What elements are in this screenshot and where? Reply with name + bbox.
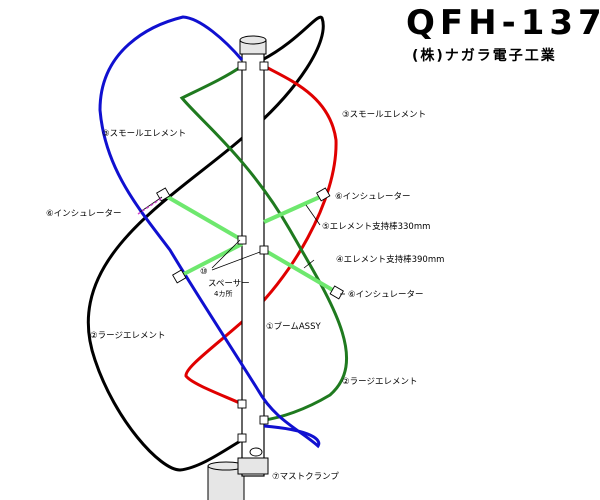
large-element-blue-front — [98, 15, 321, 449]
support-rods — [164, 194, 338, 294]
label-large-element-left: ②ラージエレメント — [90, 331, 165, 341]
product-title: QFH-137 — [406, 3, 600, 43]
insulators — [156, 61, 344, 443]
small-element-red-back — [184, 64, 338, 406]
small-element-green-front — [179, 64, 348, 422]
label-support-390: ④エレメント支持棒390mm — [336, 254, 444, 265]
label-insulator-right-lower: ⑥インシュレーター — [348, 290, 423, 300]
boom-assy — [237, 35, 269, 477]
label-spacer-number: ⑩ — [200, 267, 208, 277]
label-spacer-name: スペーサー — [208, 279, 250, 289]
large-element-black-back — [86, 15, 325, 472]
label-boom: ①ブームASSY — [266, 321, 321, 332]
label-large-element-right: ②ラージエレメント — [342, 377, 417, 387]
manufacturer-name: (株)ナガラ電子工業 — [412, 47, 557, 64]
label-insulator-left: ⑥インシュレーター — [46, 209, 121, 219]
label-insulator-right-upper: ⑥インシュレーター — [335, 192, 410, 202]
label-small-element-right: ③スモールエレメント — [342, 110, 426, 120]
label-support-330: ⑤エレメント支持棒330mm — [322, 221, 430, 232]
label-mast-clamp: ⑦マストクランプ — [272, 472, 339, 482]
label-small-element-left: ③スモールエレメント — [102, 129, 186, 139]
label-spacer-quantity: 4カ所 — [214, 289, 232, 298]
